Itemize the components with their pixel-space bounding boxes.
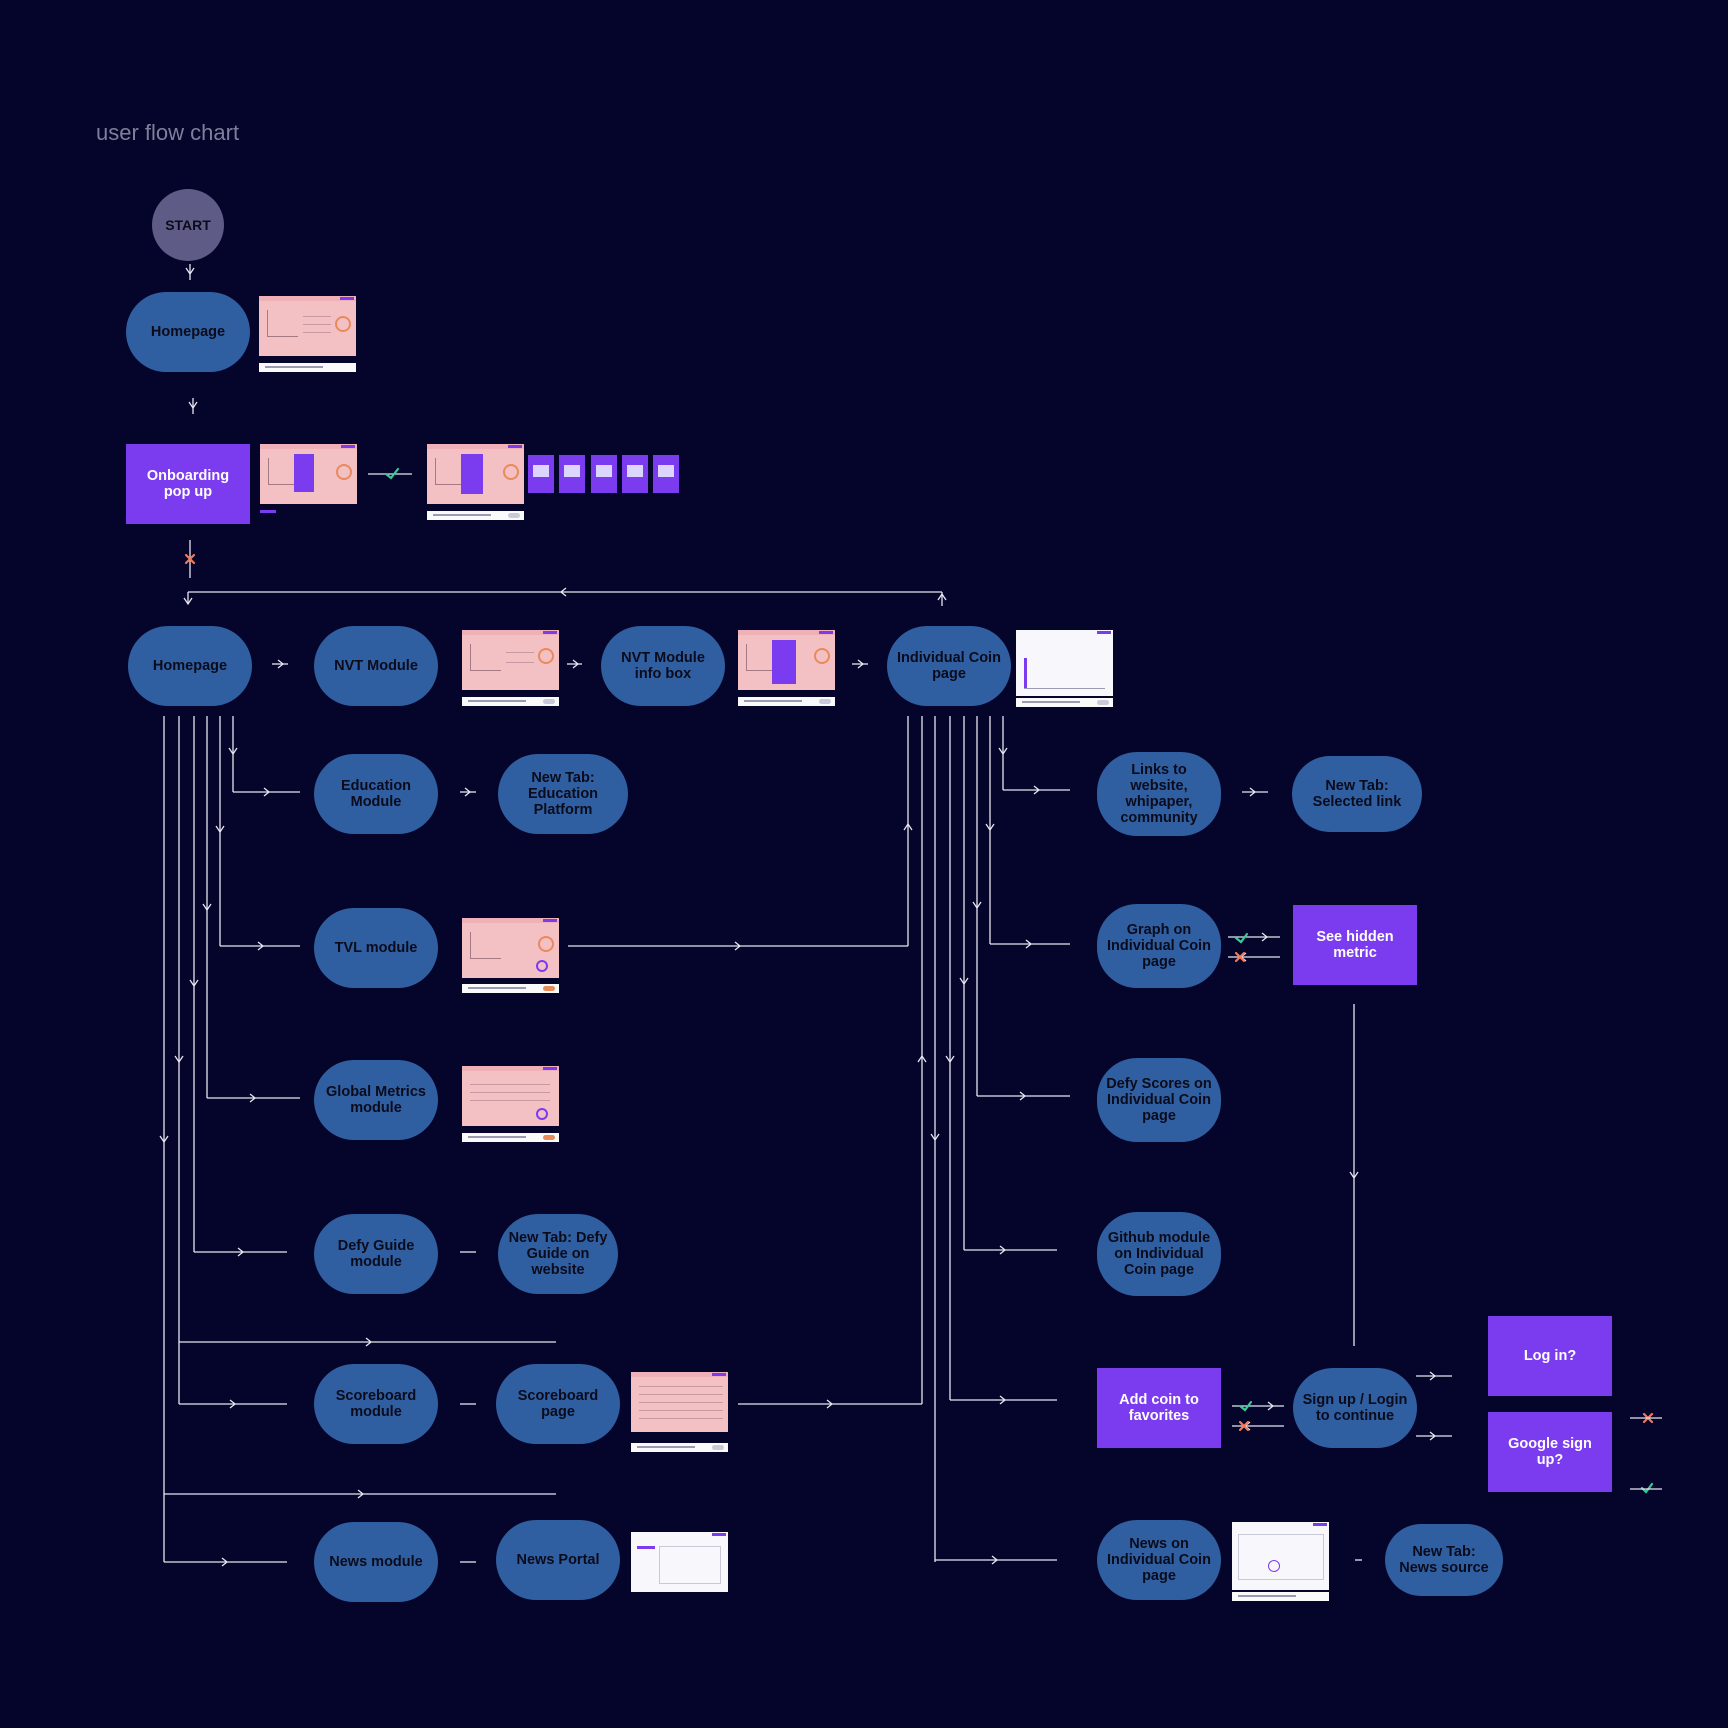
thumbnail-caption xyxy=(462,697,559,706)
node-add-favorites[interactable]: Add coin to favorites xyxy=(1097,1368,1221,1448)
node-edu-platform[interactable]: New Tab: Education Platform xyxy=(498,754,628,834)
node-nvt-info[interactable]: NVT Module info box xyxy=(601,626,725,706)
node-scoreboard-page[interactable]: Scoreboard page xyxy=(496,1364,620,1444)
onboarding-slide-5 xyxy=(653,455,679,493)
thumbnail-nvt-info xyxy=(738,630,835,690)
thumbnail-caption xyxy=(462,984,559,993)
thumbnail-news-portal xyxy=(631,1532,728,1592)
thumbnail-onboarding xyxy=(260,444,357,504)
thumbnail-caption xyxy=(631,1443,728,1452)
thumbnail-caption xyxy=(259,363,356,372)
node-links[interactable]: Links to website, whipaper, community xyxy=(1097,752,1221,836)
node-homepage-top[interactable]: Homepage xyxy=(126,292,250,372)
node-scoreboard[interactable]: Scoreboard module xyxy=(314,1364,438,1444)
onboarding-slide-3 xyxy=(591,455,617,493)
node-defy-guide[interactable]: Defy Guide module xyxy=(314,1214,438,1294)
thumbnail-tvl xyxy=(462,918,559,978)
progress-indicator xyxy=(260,510,276,513)
node-login[interactable]: Log in? xyxy=(1488,1316,1612,1396)
node-global-metrics[interactable]: Global Metrics module xyxy=(314,1060,438,1140)
node-google-signup[interactable]: Google sign up? xyxy=(1488,1412,1612,1492)
node-signup[interactable]: Sign up / Login to continue xyxy=(1293,1368,1417,1448)
onboarding-slide-4 xyxy=(622,455,648,493)
node-nvt-module[interactable]: NVT Module xyxy=(314,626,438,706)
start-node[interactable]: START xyxy=(152,189,224,261)
thumbnail-scoreboard-page xyxy=(631,1372,728,1432)
thumbnail-onboarding-step xyxy=(427,444,524,504)
node-news-portal[interactable]: News Portal xyxy=(496,1520,620,1600)
chart-title: user flow chart xyxy=(96,120,240,145)
node-tvl[interactable]: TVL module xyxy=(314,908,438,988)
thumbnail-news-coin xyxy=(1232,1522,1329,1590)
thumbnail-caption xyxy=(427,511,524,520)
node-github[interactable]: Github module on Individual Coin page xyxy=(1097,1212,1221,1296)
node-defy-guide-web[interactable]: New Tab: Defy Guide on website xyxy=(498,1214,618,1294)
thumbnail-caption xyxy=(1232,1592,1329,1601)
thumbnail-coin-page xyxy=(1016,630,1113,696)
node-news-source[interactable]: New Tab: News source xyxy=(1385,1524,1503,1596)
thumbnail-caption xyxy=(1016,698,1113,707)
thumbnail-nvt-module xyxy=(462,630,559,690)
thumbnail-homepage-top xyxy=(259,296,356,356)
onboarding-slide-2 xyxy=(559,455,585,493)
node-homepage[interactable]: Homepage xyxy=(128,626,252,706)
thumbnail-caption xyxy=(738,697,835,706)
thumbnail-caption xyxy=(462,1133,559,1142)
node-defy-scores[interactable]: Defy Scores on Individual Coin page xyxy=(1097,1058,1221,1142)
node-news-coin[interactable]: News on Individual Coin page xyxy=(1097,1520,1221,1600)
onboarding-slide-1 xyxy=(528,455,554,493)
node-coin-page[interactable]: Individual Coin page xyxy=(887,626,1011,706)
node-selected-link[interactable]: New Tab: Selected link xyxy=(1292,756,1422,832)
node-onboarding[interactable]: Onboarding pop up xyxy=(126,444,250,524)
node-graph[interactable]: Graph on Individual Coin page xyxy=(1097,904,1221,988)
node-education[interactable]: Education Module xyxy=(314,754,438,834)
thumbnail-global-metrics xyxy=(462,1066,559,1126)
node-hidden-metric[interactable]: See hidden metric xyxy=(1293,905,1417,985)
node-news-module[interactable]: News module xyxy=(314,1522,438,1602)
